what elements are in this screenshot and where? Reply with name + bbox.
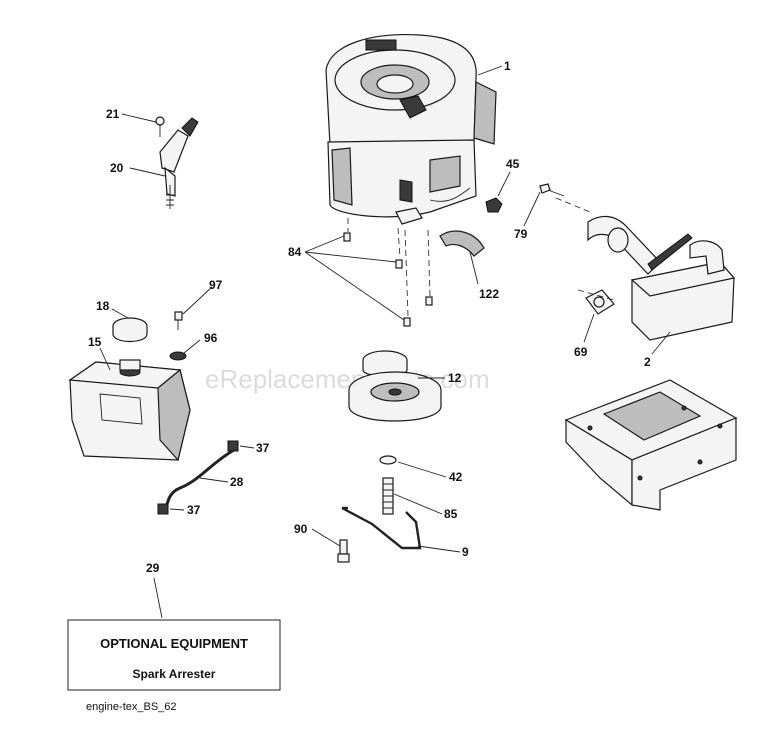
- callout-37-top: 37: [256, 441, 270, 455]
- callout-1: 1: [504, 59, 511, 73]
- washer-42-part[interactable]: [379, 455, 397, 465]
- callout-97: 97: [209, 278, 223, 292]
- spark-arrester-label: Spark Arrester: [133, 667, 216, 681]
- callout-28: 28: [230, 475, 244, 489]
- clamp-37-top-part[interactable]: [227, 440, 239, 452]
- washer-96-part[interactable]: [169, 351, 187, 361]
- callout-15: 15: [88, 335, 102, 349]
- callout-12: 12: [448, 371, 462, 385]
- heat-shield-122-part[interactable]: [439, 230, 485, 257]
- nut-45-part[interactable]: [485, 197, 503, 213]
- throttle-control-part[interactable]: [159, 117, 199, 209]
- callout-18: 18: [96, 299, 110, 313]
- bolt-90-part[interactable]: [337, 539, 350, 563]
- callout-20: 20: [110, 161, 124, 175]
- bolt-79-part[interactable]: [539, 183, 565, 197]
- callout-21: 21: [106, 107, 120, 121]
- callout-79: 79: [514, 227, 528, 241]
- gasket-69-part[interactable]: [585, 289, 615, 315]
- pulley-12-part[interactable]: [348, 350, 442, 422]
- callout-90: 90: [294, 522, 308, 536]
- callout-96: 96: [204, 331, 218, 345]
- bolt-85-part[interactable]: [382, 477, 394, 515]
- fuel-cap-18-part[interactable]: [112, 317, 148, 343]
- optional-equipment-box[interactable]: OPTIONAL EQUIPMENT Spark Arrester: [67, 619, 281, 691]
- engine-bolts-84-part[interactable]: [343, 232, 433, 327]
- screw-21-part[interactable]: [155, 116, 165, 137]
- fuel-line-28-part[interactable]: [164, 448, 235, 509]
- callout-69: 69: [574, 345, 588, 359]
- screw-97-part[interactable]: [174, 311, 183, 330]
- diagram-code: engine-tex_BS_62: [86, 701, 177, 713]
- optional-equipment-title: OPTIONAL EQUIPMENT: [100, 636, 248, 651]
- watermark: eReplacementParts.com: [205, 364, 490, 394]
- muffler-part[interactable]: [587, 215, 736, 341]
- callout-2: 2: [644, 355, 651, 369]
- clamp-37-bottom-part[interactable]: [157, 503, 169, 515]
- callout-45: 45: [506, 157, 520, 171]
- callout-84: 84: [288, 245, 302, 259]
- callout-85: 85: [444, 507, 458, 521]
- fuel-tank-15-part[interactable]: [68, 359, 191, 462]
- engine-part[interactable]: [325, 33, 497, 225]
- bracket-9-part[interactable]: [341, 506, 422, 550]
- callout-37-bottom: 37: [187, 503, 201, 517]
- callout-29: 29: [146, 561, 160, 575]
- mounting-plate-part[interactable]: [564, 379, 738, 511]
- callout-122: 122: [479, 287, 499, 301]
- callout-9: 9: [462, 545, 469, 559]
- callout-42: 42: [449, 470, 463, 484]
